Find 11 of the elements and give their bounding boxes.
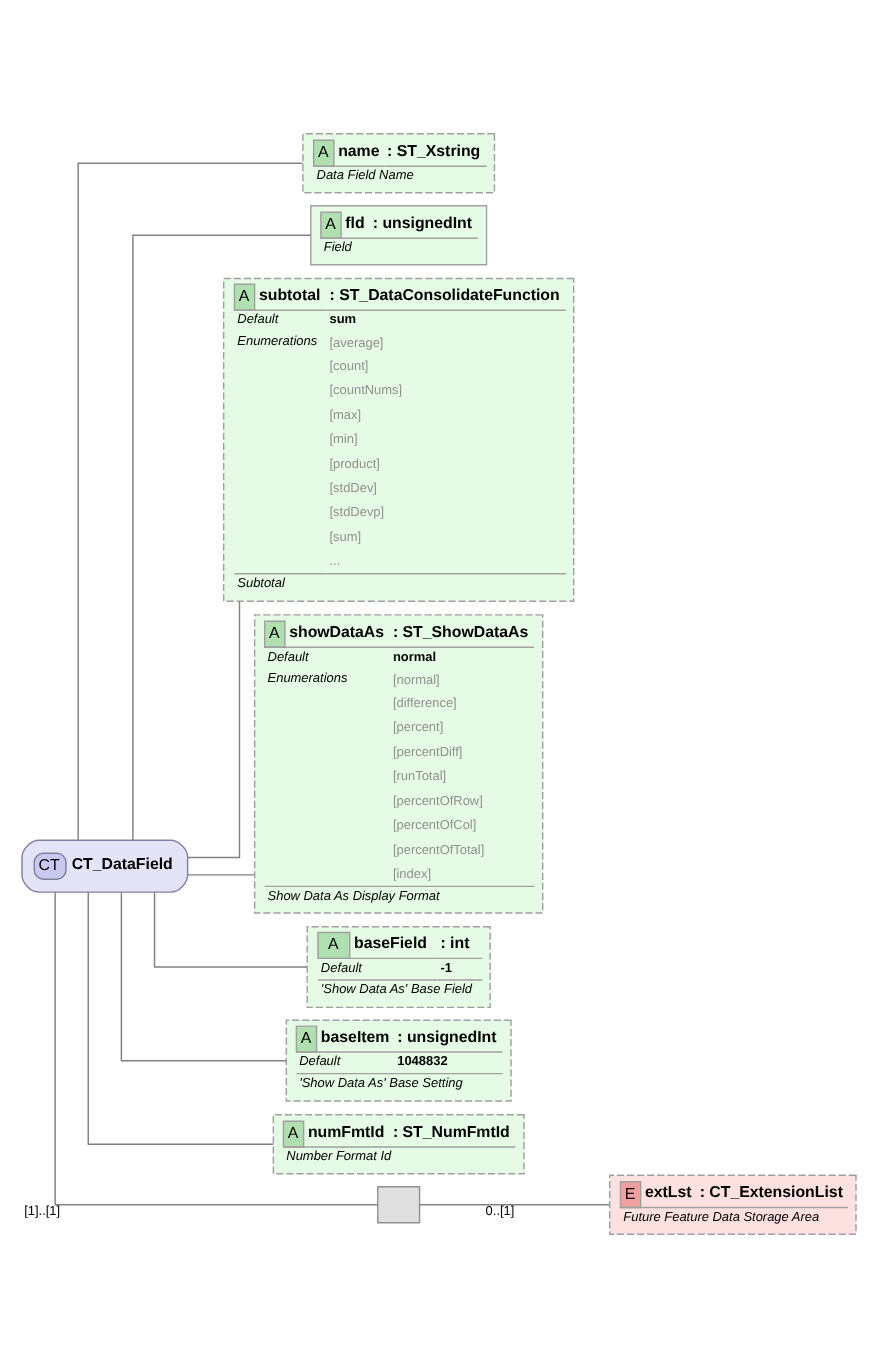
connector — [87, 890, 275, 1144]
node-box — [377, 1185, 421, 1223]
connector — [54, 890, 379, 1205]
connector — [132, 233, 312, 840]
connector — [120, 890, 287, 1061]
connector — [187, 873, 255, 875]
connector — [418, 1203, 610, 1205]
connector — [153, 890, 308, 967]
connector — [77, 161, 304, 840]
node-box: CT CT_DataField — [21, 838, 189, 892]
connector — [187, 599, 241, 858]
